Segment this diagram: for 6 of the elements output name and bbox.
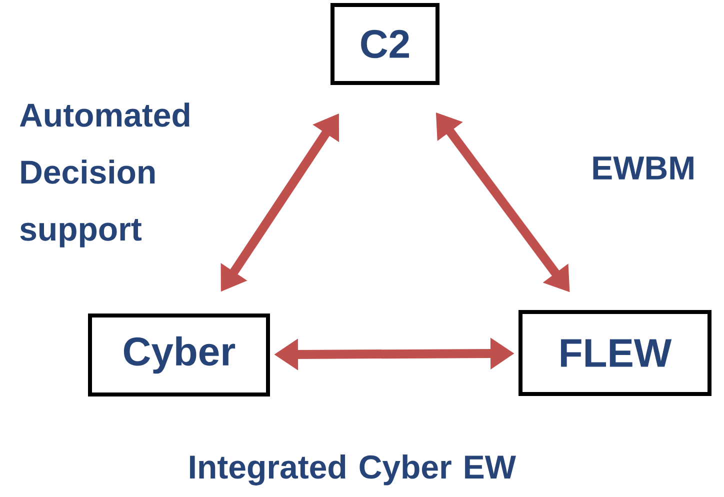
label-box: FLEW <box>518 310 712 396</box>
edge-label: EWBM <box>593 156 694 180</box>
edge-label: Automated Decision support <box>20 102 190 248</box>
label-box: C2 <box>330 3 440 85</box>
edge-label: Integrated Cyber EW <box>190 454 516 486</box>
label-box: Cyber <box>88 314 270 396</box>
